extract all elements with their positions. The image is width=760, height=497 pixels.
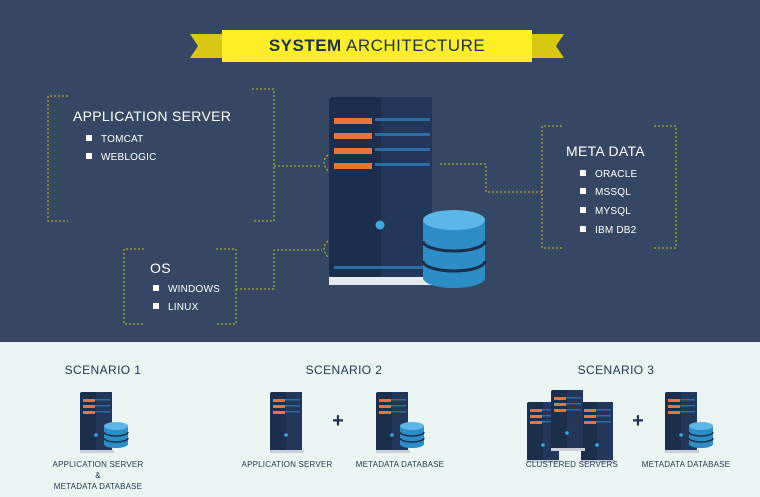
bullet-icon [580,188,586,195]
list-item-label: MSSQL [595,187,632,198]
scenarios-diagram [0,342,760,497]
list-item: WINDOWS [153,284,220,295]
database-icon [103,421,129,449]
bullet-icon [86,153,92,160]
bullet-icon [86,135,92,142]
app-server-heading: APPLICATION SERVER [73,108,232,124]
list-item: ORACLE [580,169,637,180]
bullet-icon [580,226,586,233]
bullet-icon [580,207,586,214]
database-icon [399,421,425,449]
list-item: MYSQL [580,206,631,217]
os-heading: OS [150,260,171,276]
title-bold: SYSTEM [268,36,342,55]
list-item-label: WINDOWS [168,284,220,295]
caption: APPLICATION SERVER [241,460,333,469]
caption: METADATA DATABASE [53,482,143,491]
bullet-icon [153,303,159,310]
list-item-label: LINUX [168,302,199,313]
database-icon [688,421,714,449]
scenario-2-title: SCENARIO 2 [305,363,383,377]
server-icon [329,97,439,285]
list-item-label: MYSQL [595,206,632,217]
list-item-label: WEBLOGIC [101,152,157,163]
bullet-icon [580,170,586,177]
caption: APPLICATION SERVER [52,460,144,469]
caption: CLUSTERED SERVERS [525,460,619,469]
server-icon [581,402,615,463]
architecture-diagram [0,0,760,342]
server-icon [270,392,304,453]
plus-icon: + [632,410,644,432]
list-item-label: ORACLE [595,169,638,180]
server-icon [551,390,585,451]
list-item: LINUX [153,302,198,313]
connector-lines [47,88,677,325]
plus-icon: + [332,410,344,432]
scenario-1-title: SCENARIO 1 [64,363,142,377]
caption: & [95,471,101,480]
list-item-label: IBM DB2 [595,225,637,236]
list-item: IBM DB2 [580,225,636,236]
architecture-panel: SYSTEM ARCHITECTURE APPLICATION SERVER T… [0,0,760,342]
list-item: MSSQL [580,187,631,198]
scenarios-panel: SCENARIO 1 SCENARIO 2 SCENARIO 3 + + APP… [0,342,760,497]
caption: METADATA DATABASE [355,460,445,469]
database-icon [421,210,487,288]
list-item: WEBLOGIC [86,152,157,163]
title-banner [190,30,564,62]
scenario-3-title: SCENARIO 3 [577,363,655,377]
title-light: ARCHITECTURE [346,36,486,55]
list-item: TOMCAT [86,134,144,145]
list-item-label: TOMCAT [101,134,144,145]
caption: METADATA DATABASE [641,460,731,469]
meta-data-heading: META DATA [566,143,645,159]
bullet-icon [153,285,159,292]
page-title: SYSTEM ARCHITECTURE [222,30,532,62]
